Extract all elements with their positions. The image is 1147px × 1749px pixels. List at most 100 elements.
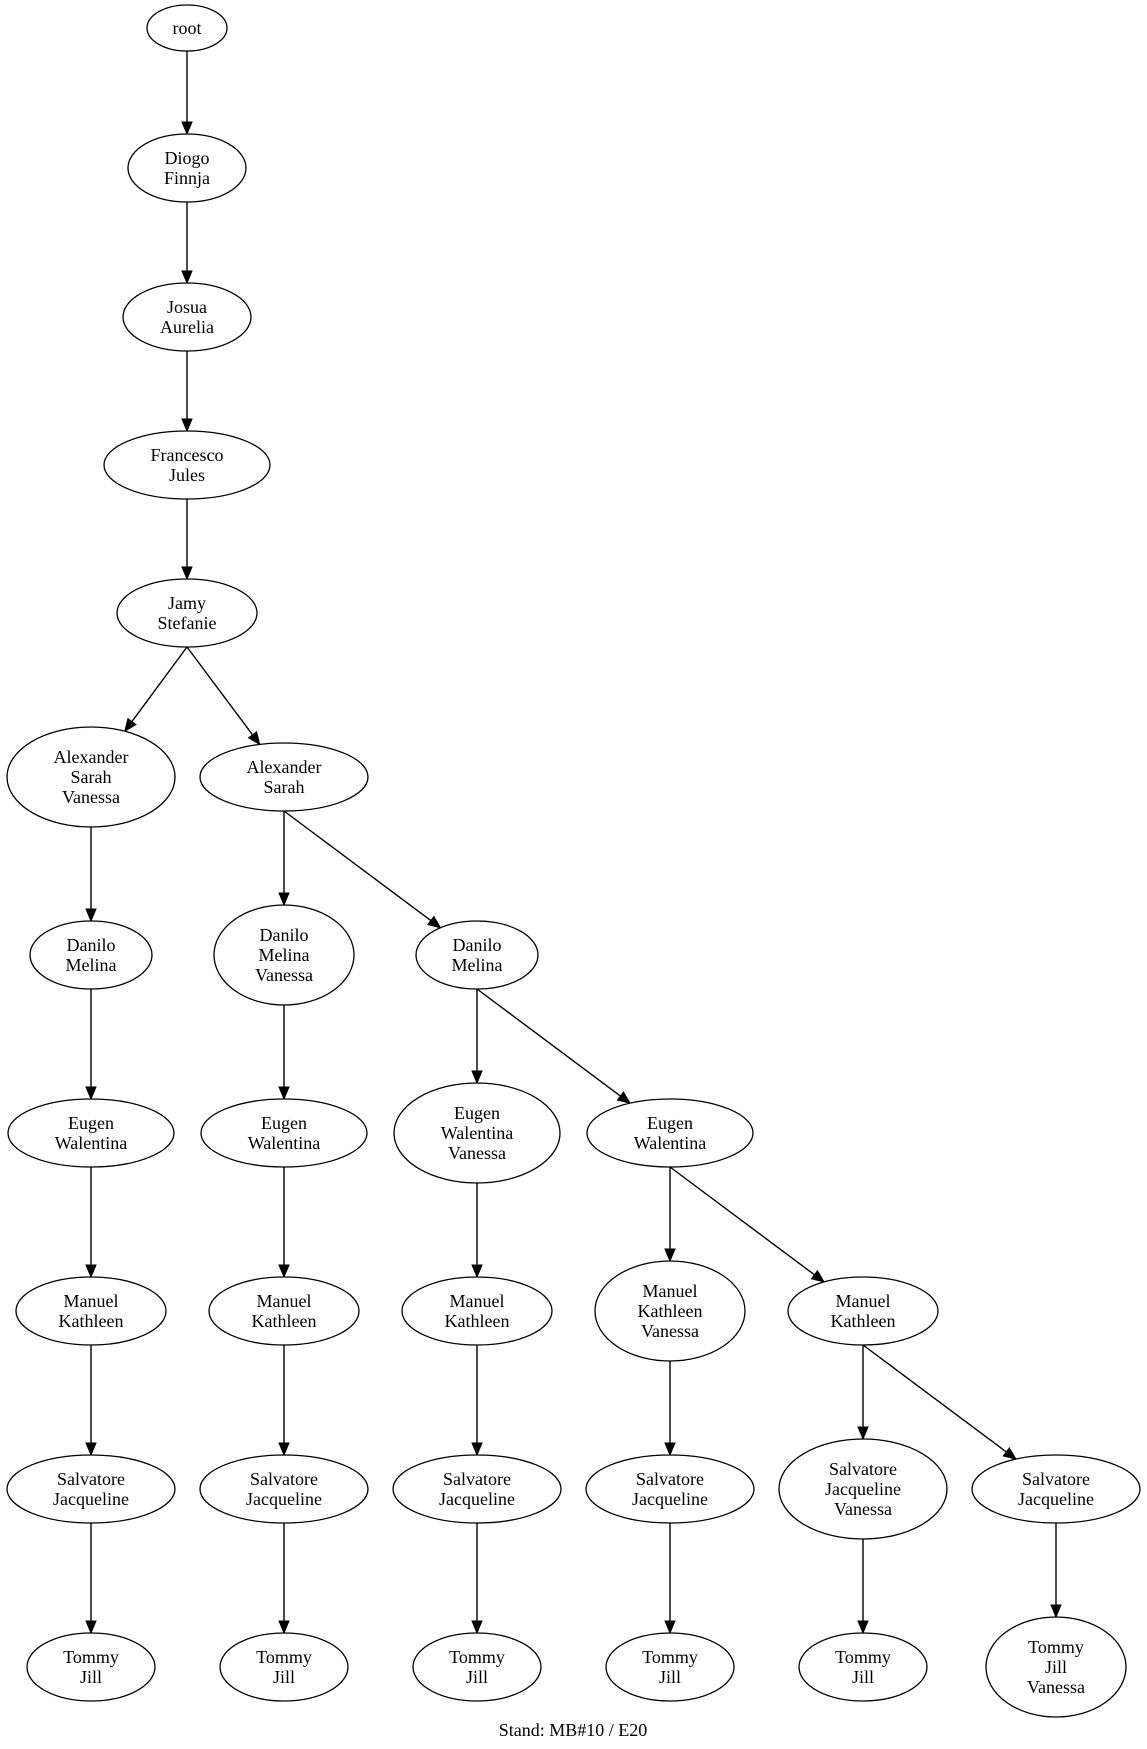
edge-line xyxy=(131,646,188,722)
arrowhead xyxy=(278,1442,290,1457)
node-ellipse xyxy=(208,1276,360,1346)
edge-manuel_d-to-salv_v xyxy=(857,1345,869,1441)
node-label-line: Kathleen xyxy=(638,1301,703,1321)
arrowhead xyxy=(181,270,193,285)
edge-manuel_d-to-salv_e xyxy=(862,1344,1017,1460)
node-label-line: Jill xyxy=(659,1667,681,1687)
node-label-line: Jill xyxy=(852,1667,874,1687)
arrowhead xyxy=(85,1264,97,1279)
node-label-line: Jamy xyxy=(168,593,206,613)
arrowhead xyxy=(181,121,193,136)
node-label-line: Vanessa xyxy=(834,1499,892,1519)
diagram-caption: Stand: MB#10 / E20 xyxy=(499,1720,648,1740)
node-ellipse xyxy=(199,1454,369,1524)
node-label-line: Melina xyxy=(452,955,503,975)
node-ellipse xyxy=(594,1260,746,1362)
node-ellipse xyxy=(6,1454,176,1524)
arrowhead xyxy=(278,1620,290,1635)
node-label-line: Aurelia xyxy=(160,317,214,337)
node-label-line: Sarah xyxy=(264,777,305,797)
node-label-line: Kathleen xyxy=(831,1311,896,1331)
node-label-line: Francesco xyxy=(151,445,224,465)
node-label-line: Melina xyxy=(259,945,310,965)
arrowhead xyxy=(278,1264,290,1279)
arrowhead xyxy=(278,1086,290,1101)
node-label-line: Kathleen xyxy=(445,1311,510,1331)
node-label-line: Finnja xyxy=(164,168,210,188)
edge-eugen_c-to-manuel_d xyxy=(669,1166,826,1283)
arrowhead xyxy=(1050,1604,1062,1619)
edge-line xyxy=(669,1166,815,1276)
arrowhead xyxy=(664,1248,676,1263)
node-ellipse xyxy=(116,578,258,648)
node-label-line: Tommy xyxy=(449,1647,505,1667)
node-ellipse xyxy=(213,904,355,1006)
node-label-line: Jacqueline xyxy=(1018,1489,1094,1509)
node-label-line: Tommy xyxy=(256,1647,312,1667)
arrowhead xyxy=(1002,1447,1017,1460)
node-ellipse xyxy=(392,1454,562,1524)
node-label-line: Manuel xyxy=(64,1291,119,1311)
node-ellipse xyxy=(401,1276,553,1346)
edge-eugen_v-to-manuel_c xyxy=(471,1183,483,1279)
node-label-line: Tommy xyxy=(835,1647,891,1667)
edge-line xyxy=(862,1344,1007,1453)
arrowhead xyxy=(278,892,290,907)
edge-salv_a-to-tommy_a xyxy=(85,1523,97,1635)
edge-eugen_c-to-manuel_v xyxy=(664,1167,676,1263)
node-ellipse xyxy=(586,1098,754,1168)
node-ellipse xyxy=(985,1616,1127,1718)
node-label-line: Eugen xyxy=(68,1113,114,1133)
node-label-line: Danilo xyxy=(260,925,309,945)
node-label-line: Stefanie xyxy=(158,613,217,633)
arrowhead xyxy=(664,1442,676,1457)
arrowhead xyxy=(471,1264,483,1279)
node-ellipse xyxy=(26,1632,156,1702)
node-ellipse xyxy=(127,133,247,203)
node-label-line: Walentina xyxy=(248,1133,321,1153)
arrowhead xyxy=(427,915,442,929)
edge-jamy-to-alex xyxy=(186,646,261,746)
node-ellipse xyxy=(585,1454,755,1524)
node-label-line: Manuel xyxy=(643,1281,698,1301)
edge-line xyxy=(476,988,621,1097)
node-ellipse xyxy=(6,726,176,828)
node-ellipse xyxy=(219,1632,349,1702)
node-label-line: Salvatore xyxy=(443,1469,511,1489)
node-label-line: Alexander xyxy=(54,747,129,767)
edge-danilo_a-to-eugen_a xyxy=(85,989,97,1101)
node-label-line: Sarah xyxy=(71,767,112,787)
edge-salv_v-to-tommy_e xyxy=(857,1539,869,1635)
node-ellipse xyxy=(415,920,539,990)
edge-alex-to-danilo_b xyxy=(283,810,442,929)
node-label-line: Kathleen xyxy=(252,1311,317,1331)
edge-danilo_v-to-eugen_b xyxy=(278,1005,290,1101)
node-ellipse xyxy=(15,1276,167,1346)
node-label-line: Salvatore xyxy=(57,1469,125,1489)
node-ellipse xyxy=(605,1632,735,1702)
arrowhead xyxy=(181,566,193,581)
node-label-line: Jacqueline xyxy=(439,1489,515,1509)
edge-manuel_b-to-salv_b xyxy=(278,1345,290,1457)
node-root: root xyxy=(146,4,228,52)
edge-diogo-to-josua xyxy=(181,202,193,285)
node-label-line: Jacqueline xyxy=(53,1489,129,1509)
node-label-line: Vanessa xyxy=(641,1321,699,1341)
arrowhead xyxy=(85,908,97,923)
edge-line xyxy=(186,646,254,736)
node-label-line: Danilo xyxy=(453,935,502,955)
arrowhead xyxy=(616,1091,632,1104)
